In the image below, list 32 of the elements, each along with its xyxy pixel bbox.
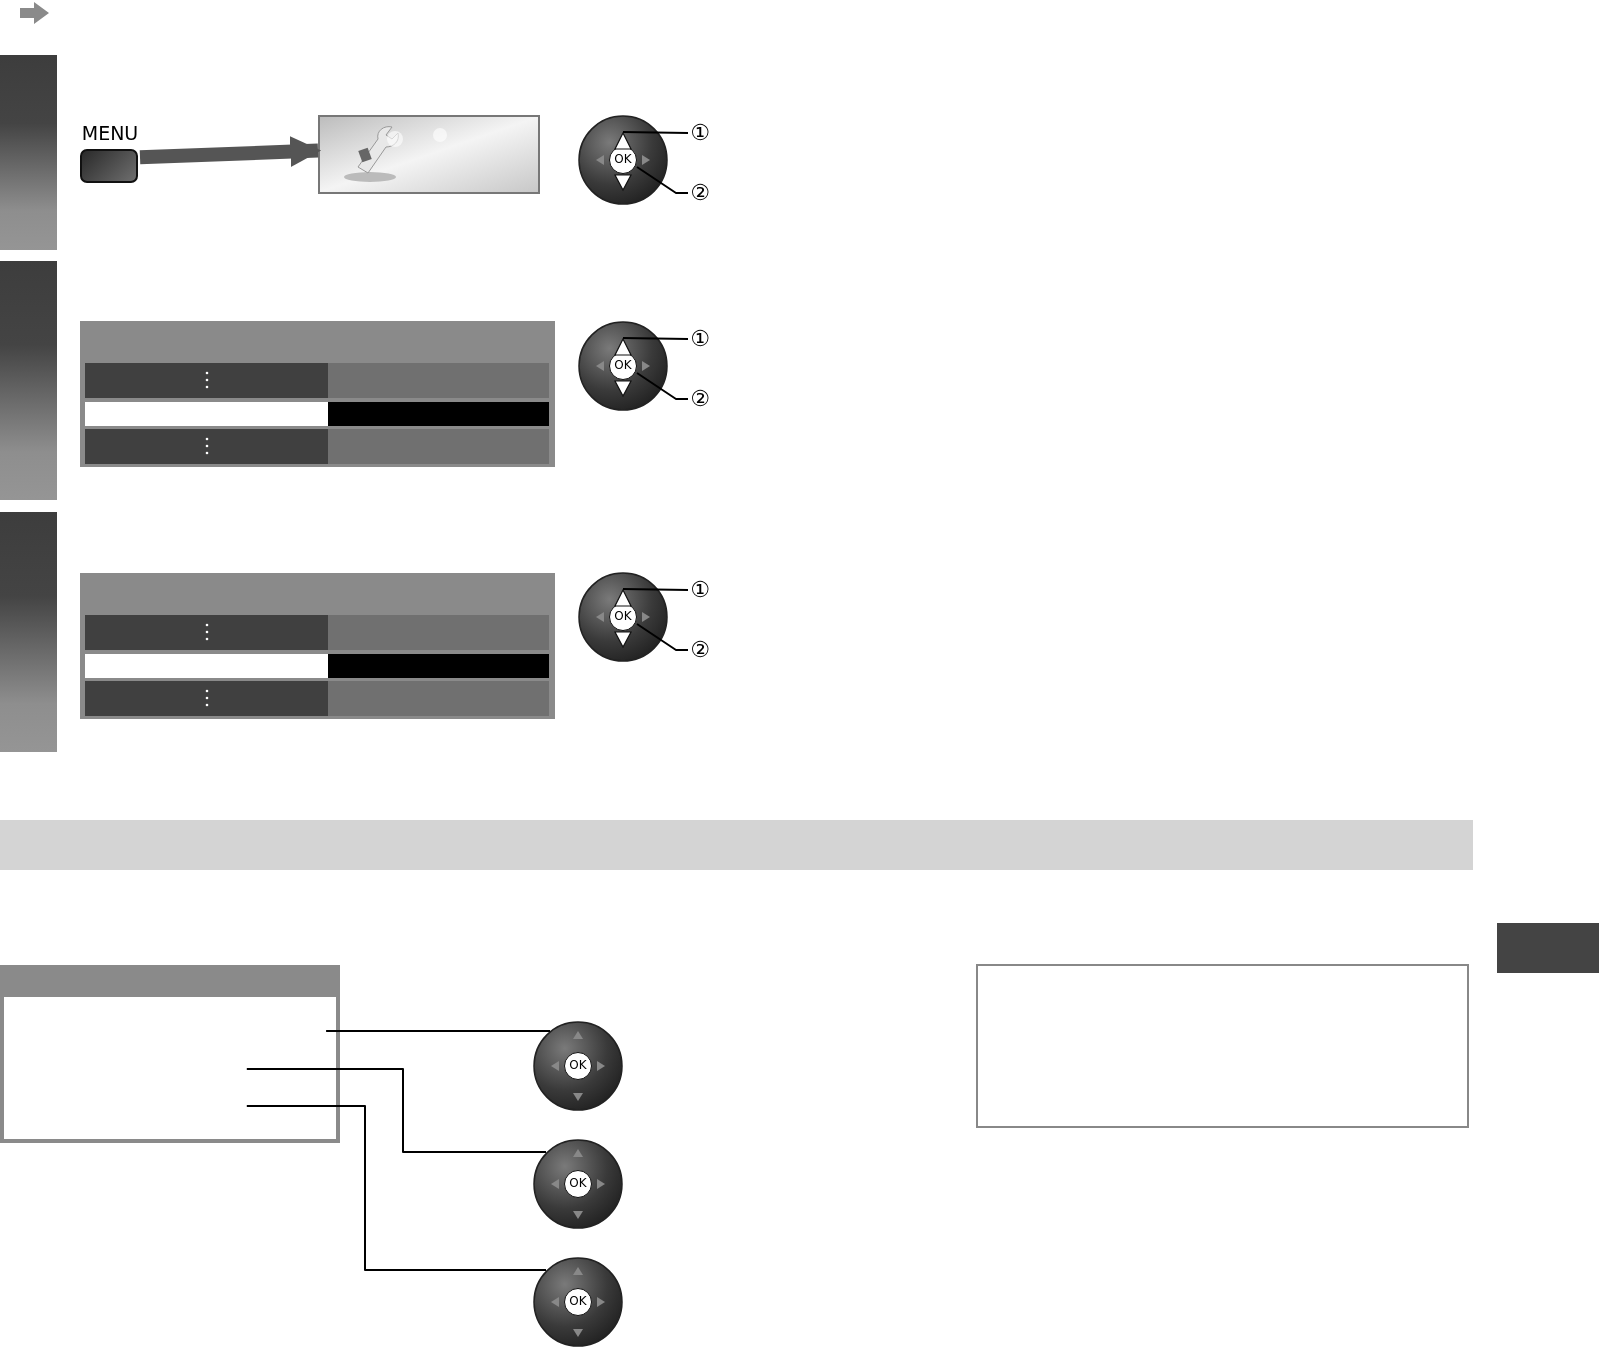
step-number: ① [688,326,712,352]
step-number: ② [688,180,712,206]
step-band [0,261,57,500]
leader-line [636,372,689,400]
leader-line [622,337,689,340]
leader-line [622,131,689,134]
step-number: ① [688,577,712,603]
note-box [976,964,1469,1128]
leader-line [622,588,689,591]
step-band [0,55,57,250]
wrench-banner-drawing [318,115,540,194]
up-arrow-key [613,338,633,356]
up-arrow-key [613,132,633,150]
navigation-pad [533,1257,623,1347]
navigation-pad [533,1139,623,1229]
section-bar [0,820,1473,870]
navigation-pad [533,1021,623,1111]
leader-line [636,623,689,651]
leader-line [636,166,689,194]
leader-line [245,1105,547,1271]
step-number: ② [688,637,712,663]
menu-screen [0,965,340,1143]
leader-line [325,1029,552,1032]
step-number: ② [688,386,712,412]
navigation-pad [578,115,668,205]
step-band [0,512,57,752]
navigation-pad [578,572,668,662]
up-arrow-key [613,589,633,607]
leader-line [245,1068,547,1153]
arrow [139,136,322,167]
navigation-pad [578,321,668,411]
step-number: ① [688,120,712,146]
